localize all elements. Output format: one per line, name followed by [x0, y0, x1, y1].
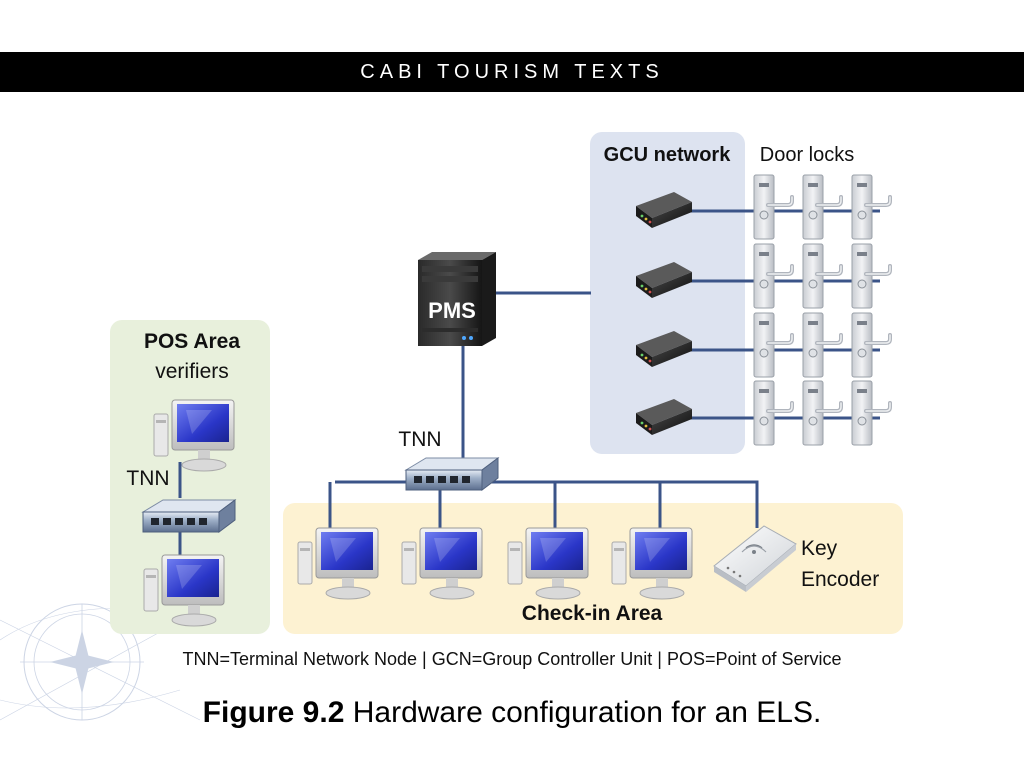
door-lock-icon [850, 173, 892, 241]
door-lock-icon [752, 311, 794, 379]
figure-number: Figure 9.2 [202, 696, 345, 729]
abbreviation-legend: TNN=Terminal Network Node | GCN=Group Co… [182, 649, 842, 669]
tnn-switch-main-icon [405, 457, 499, 491]
figure-caption: Figure 9.2 Hardware configuration for an… [0, 696, 1024, 730]
door-lock-icon [801, 242, 843, 310]
tnn-pos-label: TNN [126, 467, 169, 490]
door-lock-icon [801, 379, 843, 447]
door-lock-icon [850, 311, 892, 379]
header-bar [0, 52, 1024, 92]
compass-rose-watermark [0, 603, 201, 721]
door-lock-icon [752, 242, 794, 310]
pms-server-icon [418, 252, 496, 346]
checkin-area-title: Check-in Area [522, 602, 663, 625]
tnn-switch-pos-icon [142, 499, 236, 533]
pos-area-panel [110, 320, 270, 634]
key-encoder-label-line1: Key [801, 537, 838, 560]
key-encoder-label-line2: Encoder [801, 568, 879, 591]
gcu-network-title: GCU network [604, 144, 732, 166]
key-encoder-icon [713, 525, 797, 592]
pos-area-subtitle: verifiers [155, 360, 229, 383]
door-lock-icon [752, 173, 794, 241]
door-lock-icon [801, 173, 843, 241]
door-lock-icon [850, 379, 892, 447]
figure-caption-text: Hardware configuration for an ELS. [344, 696, 822, 729]
door-locks-label: Door locks [760, 144, 854, 166]
header-title: CABI TOURISM TEXTS [360, 61, 664, 83]
door-lock-icon [850, 242, 892, 310]
pms-label: PMS [428, 298, 476, 323]
door-lock-icon [752, 379, 794, 447]
tnn-main-label: TNN [398, 428, 441, 451]
door-lock-icon [801, 311, 843, 379]
pos-area-title: POS Area [144, 330, 240, 353]
